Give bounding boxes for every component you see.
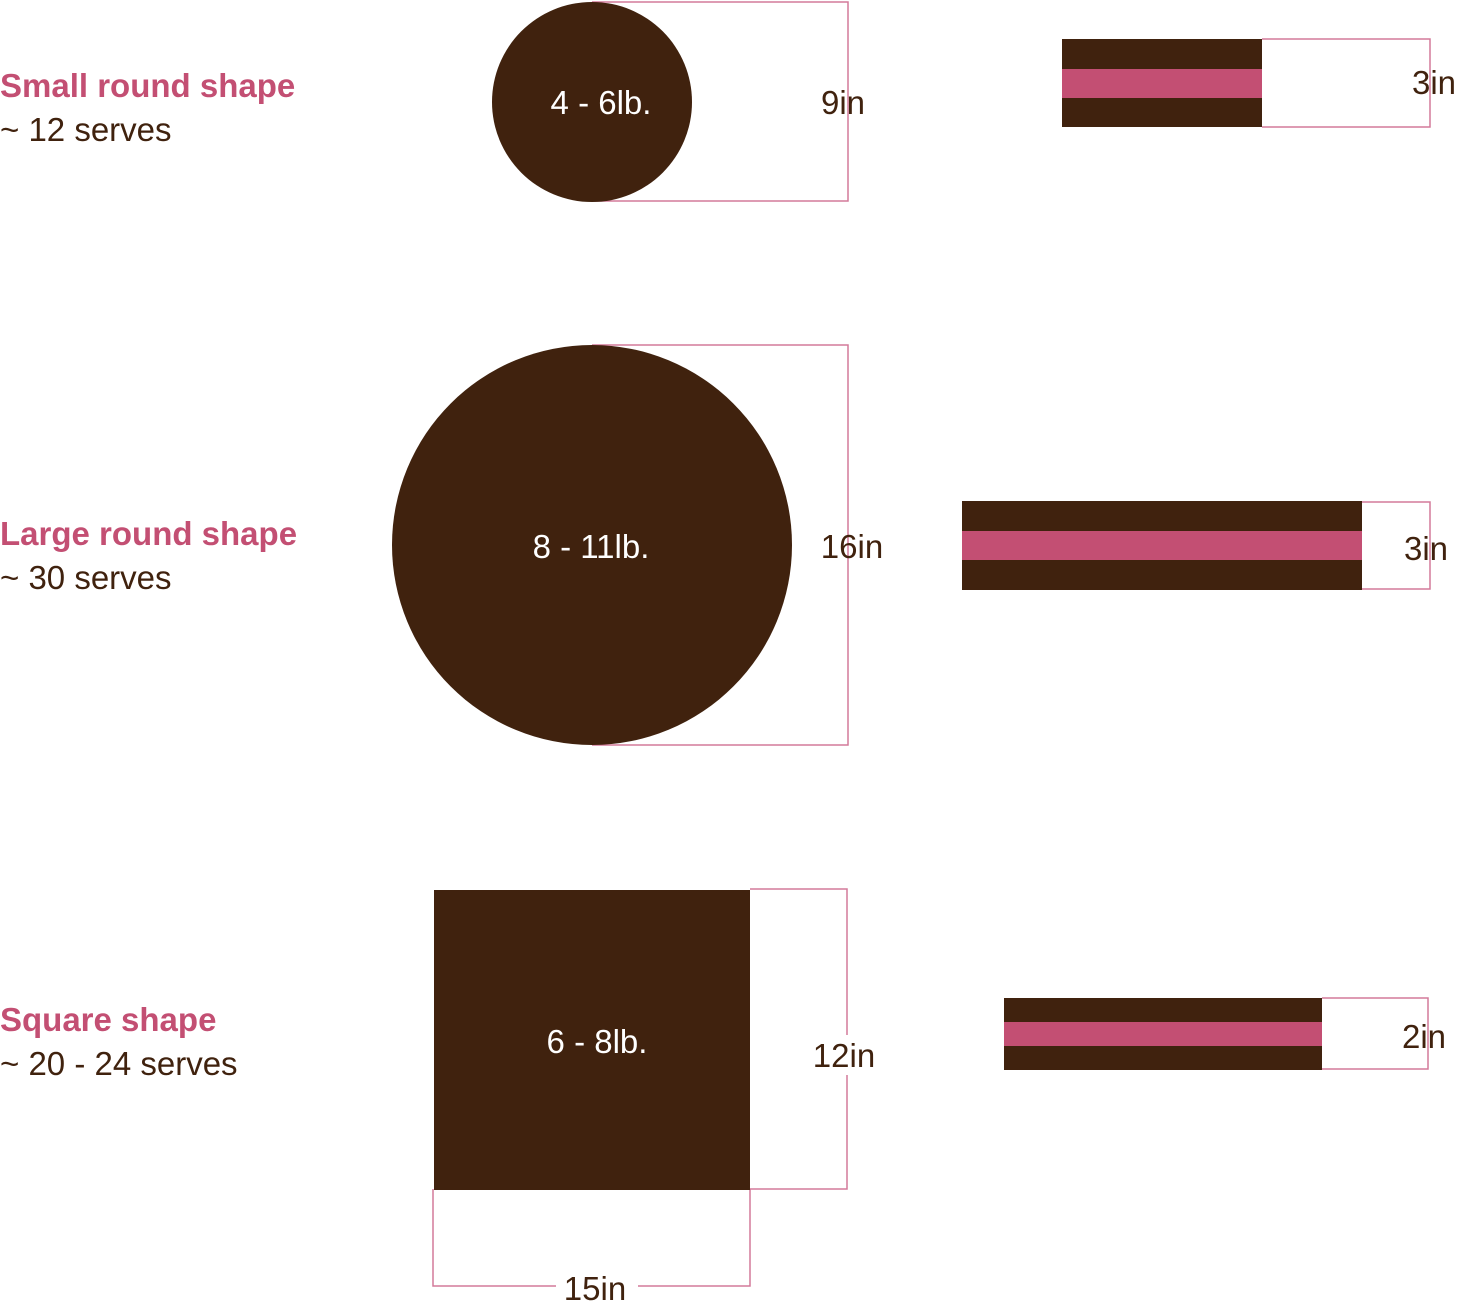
large-round-height-bracket bbox=[1362, 501, 1431, 590]
small-round-label: Small round shape ~ 12 serves bbox=[0, 64, 295, 151]
small-round-top-view: 4 - 6lb. 9in bbox=[492, 1, 865, 202]
square-cake-rect bbox=[434, 890, 750, 1190]
small-round-title: Small round shape bbox=[0, 67, 296, 104]
square-title: Square shape bbox=[0, 1001, 217, 1038]
square-side-height-label: 12in bbox=[813, 1037, 875, 1074]
square-side-width-label: 15in bbox=[564, 1270, 626, 1307]
large-round-side-layer-top bbox=[962, 501, 1362, 531]
small-round-side-filling bbox=[1062, 69, 1262, 98]
square-top-view: 6 - 8lb. 12in 15in bbox=[432, 888, 882, 1308]
square-serves: ~ 20 - 24 serves bbox=[0, 1044, 238, 1082]
square-side-layer-top bbox=[1004, 998, 1322, 1022]
square-side-width-label-bg bbox=[556, 1268, 638, 1308]
large-round-diameter-bracket bbox=[592, 344, 849, 746]
square-height-side-bracket bbox=[1322, 997, 1429, 1070]
large-round-serves: ~ 30 serves bbox=[0, 558, 172, 596]
square-label: Square shape ~ 20 - 24 serves bbox=[0, 998, 238, 1085]
large-round-weight: 8 - 11lb. bbox=[533, 528, 650, 565]
small-round-side-layer-bottom bbox=[1062, 98, 1262, 127]
square-side-filling bbox=[1004, 1022, 1322, 1046]
large-round-top-view: 8 - 11lb. 16in bbox=[392, 344, 883, 746]
large-round-label: Large round shape ~ 30 serves bbox=[0, 512, 297, 599]
small-round-diameter-bracket bbox=[592, 1, 849, 202]
square-side-layer-bottom bbox=[1004, 1046, 1322, 1070]
small-round-cake-circle bbox=[492, 2, 692, 202]
small-round-side-layer-top bbox=[1062, 39, 1262, 69]
large-round-side-filling bbox=[962, 531, 1362, 560]
large-round-cake-circle bbox=[392, 345, 792, 745]
square-side-height-label-bg bbox=[808, 1035, 882, 1075]
square-weight: 6 - 8lb. bbox=[547, 1023, 648, 1060]
large-round-side-layer-bottom bbox=[962, 560, 1362, 590]
small-round-side-view: 3in bbox=[1062, 38, 1456, 128]
large-round-side-view: 3in bbox=[962, 501, 1448, 590]
small-round-weight: 4 - 6lb. bbox=[551, 84, 652, 121]
small-round-height-label: 3in bbox=[1412, 64, 1456, 101]
square-side-view: 2in bbox=[1004, 997, 1446, 1070]
square-height-label: 2in bbox=[1402, 1018, 1446, 1055]
large-round-height-label: 3in bbox=[1404, 530, 1448, 567]
small-round-height-bracket bbox=[1262, 38, 1431, 128]
small-round-serves: ~ 12 serves bbox=[0, 110, 172, 148]
small-round-diameter-label: 9in bbox=[821, 84, 865, 121]
large-round-diameter-label: 16in bbox=[821, 528, 883, 565]
large-round-title: Large round shape bbox=[0, 515, 298, 552]
